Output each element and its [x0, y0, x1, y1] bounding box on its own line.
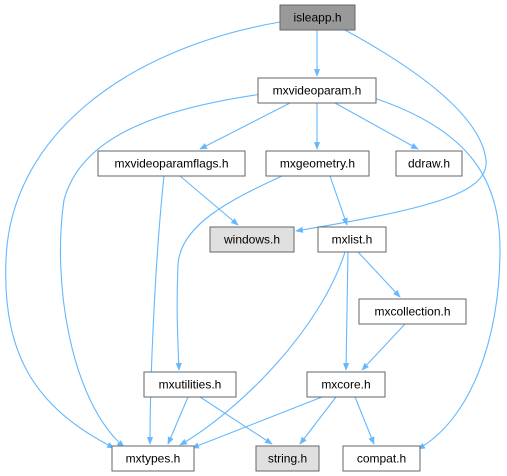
edge-mxcore-to-compat [354, 396, 375, 445]
node-label-mxtypes: mxtypes.h [126, 452, 181, 466]
node-windows[interactable]: windows.h [209, 226, 295, 253]
edge-mxlist-to-mxcore [343, 251, 350, 371]
node-label-mxutilities: mxutilities.h [159, 378, 222, 392]
edge-mxgeometry-to-mxlist [329, 175, 348, 226]
edge-mxcollection-to-mxcore [361, 323, 406, 371]
edge-mxvideoparam-to-ddraw [334, 102, 419, 150]
node-mxtypes[interactable]: mxtypes.h [111, 445, 195, 472]
edge-mxcore-to-string [299, 396, 337, 445]
nodes-layer: isleapp.h mxvideoparam.h mxvideoparamflags… [97, 4, 467, 472]
node-compat[interactable]: compat.h [342, 445, 421, 472]
edge-mxvideoparam-to-mxtypes [59, 93, 263, 448]
node-mxutilities[interactable]: mxutilities.h [143, 371, 237, 398]
node-box-string [255, 445, 320, 472]
node-label-string: string.h [268, 452, 307, 466]
node-box-mxlist [317, 226, 387, 253]
edge-vpflags-to-windows [179, 175, 239, 226]
node-mxcore[interactable]: mxcore.h [306, 371, 386, 398]
node-box-windows [209, 226, 295, 253]
edges-layer [5, 21, 501, 450]
edge-mxlist-to-mxcollection [357, 251, 401, 298]
node-mxcollection[interactable]: mxcollection.h [358, 298, 467, 325]
node-ddraw[interactable]: ddraw.h [395, 150, 463, 177]
node-label-mxlist: mxlist.h [332, 233, 373, 247]
node-mxvideoparam[interactable]: mxvideoparam.h [257, 77, 377, 104]
edge-isleapp-to-windows [295, 29, 487, 233]
edge-isleapp-to-mxtypes [5, 21, 281, 449]
edge-mxgeometry-to-mxutilities [175, 175, 283, 371]
edge-vpflags-to-mxtypes [146, 175, 165, 445]
node-box-mxutilities [143, 371, 237, 398]
node-isleapp[interactable]: isleapp.h [279, 4, 356, 31]
edge-mxcore-to-mxtypes [191, 396, 323, 449]
node-box-ddraw [395, 150, 463, 177]
node-box-vpflags [97, 150, 246, 177]
node-label-mxcore: mxcore.h [321, 378, 370, 392]
edge-mxutilities-to-string [199, 396, 273, 445]
node-label-ddraw: ddraw.h [408, 157, 450, 171]
node-label-mxgeometry: mxgeometry.h [280, 157, 355, 171]
node-label-isleapp: isleapp.h [293, 11, 341, 25]
edge-mxutilities-to-mxtypes [167, 396, 189, 445]
edge-mxvideoparam-to-compat [373, 97, 501, 450]
node-box-mxgeometry [265, 150, 370, 177]
node-box-mxcore [306, 371, 386, 398]
node-label-vpflags: mxvideoparamflags.h [114, 157, 228, 171]
node-box-mxcollection [358, 298, 467, 325]
node-label-windows: windows.h [223, 233, 280, 247]
node-label-mxvideoparam: mxvideoparam.h [273, 84, 362, 98]
node-label-mxcollection: mxcollection.h [374, 305, 450, 319]
node-label-compat: compat.h [357, 452, 406, 466]
node-box-compat [342, 445, 421, 472]
node-box-mxvideoparam [257, 77, 377, 104]
node-mxlist[interactable]: mxlist.h [317, 226, 387, 253]
node-box-mxtypes [111, 445, 195, 472]
node-vpflags[interactable]: mxvideoparamflags.h [97, 150, 246, 177]
node-box-isleapp [279, 4, 356, 31]
node-mxgeometry[interactable]: mxgeometry.h [265, 150, 370, 177]
edge-mxvideoparam-to-vpflags [199, 102, 291, 150]
edge-mxlist-to-mxtypes [179, 251, 346, 446]
node-string[interactable]: string.h [255, 445, 320, 472]
